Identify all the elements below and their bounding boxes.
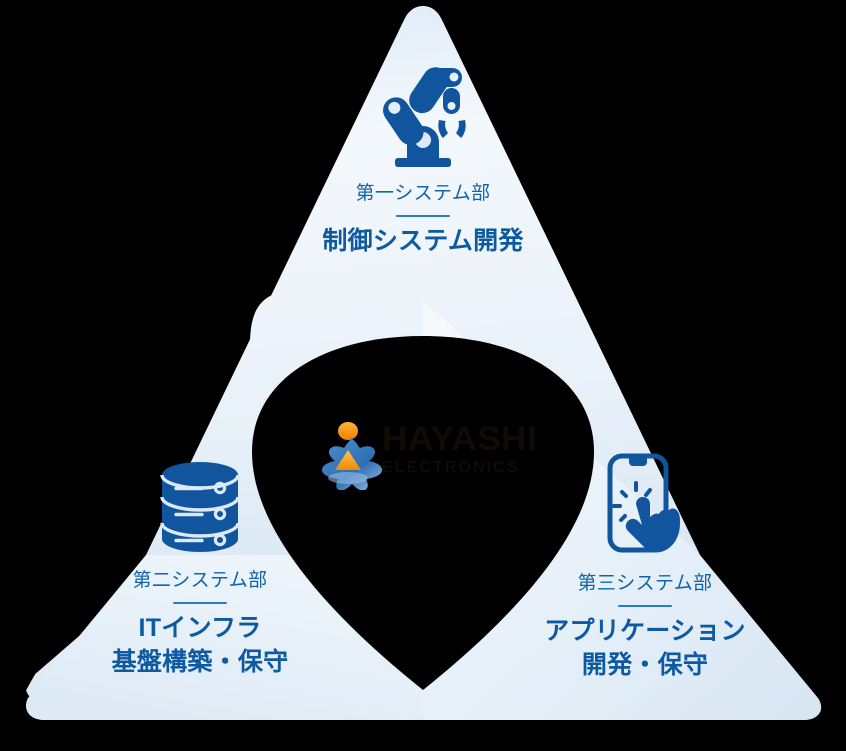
title-left: ITインフラ 基盤構築・保守 <box>50 616 350 675</box>
robot-arm-icon <box>383 67 466 167</box>
section-top: 第一システム部 制御システム開発 <box>273 60 573 254</box>
database-stack-icon <box>160 462 240 552</box>
title-line: ITインフラ <box>138 614 262 642</box>
logo-orb <box>338 422 358 440</box>
divider-top <box>396 215 450 217</box>
section-left: 第二システム部 ITインフラ 基盤構築・保守 <box>50 457 350 675</box>
dept-label-right: 第三システム部 <box>577 573 713 594</box>
logo-reflection <box>328 472 368 484</box>
dept-label-top: 第一システム部 <box>355 183 491 204</box>
company-logo: HAYASHI ELECTRONICS <box>308 418 544 490</box>
section-right: 第三システム部 アプリケーション 開発・保守 <box>495 452 795 678</box>
smartphone-tap-icon <box>607 453 680 553</box>
logo-subwordmark: ELECTRONICS <box>382 459 520 476</box>
logo-wordmark-group: HAYASHI ELECTRONICS <box>382 422 544 484</box>
title-top: 制御システム開発 <box>273 229 573 254</box>
dept-label-left: 第二システム部 <box>132 570 268 591</box>
divider-left <box>173 602 227 604</box>
title-line: 開発・保守 <box>581 651 709 679</box>
logo-triangle <box>335 450 361 470</box>
center-void <box>252 336 594 690</box>
title-line: 基盤構築・保守 <box>111 648 289 676</box>
divider-right <box>618 605 672 607</box>
hayashi-logo-mark <box>322 422 382 490</box>
title-line: アプリケーション <box>544 617 746 645</box>
logo-wordmark: HAYASHI <box>382 420 538 458</box>
title-right: アプリケーション 開発・保守 <box>495 619 795 678</box>
title-line: 制御システム開発 <box>322 227 524 255</box>
